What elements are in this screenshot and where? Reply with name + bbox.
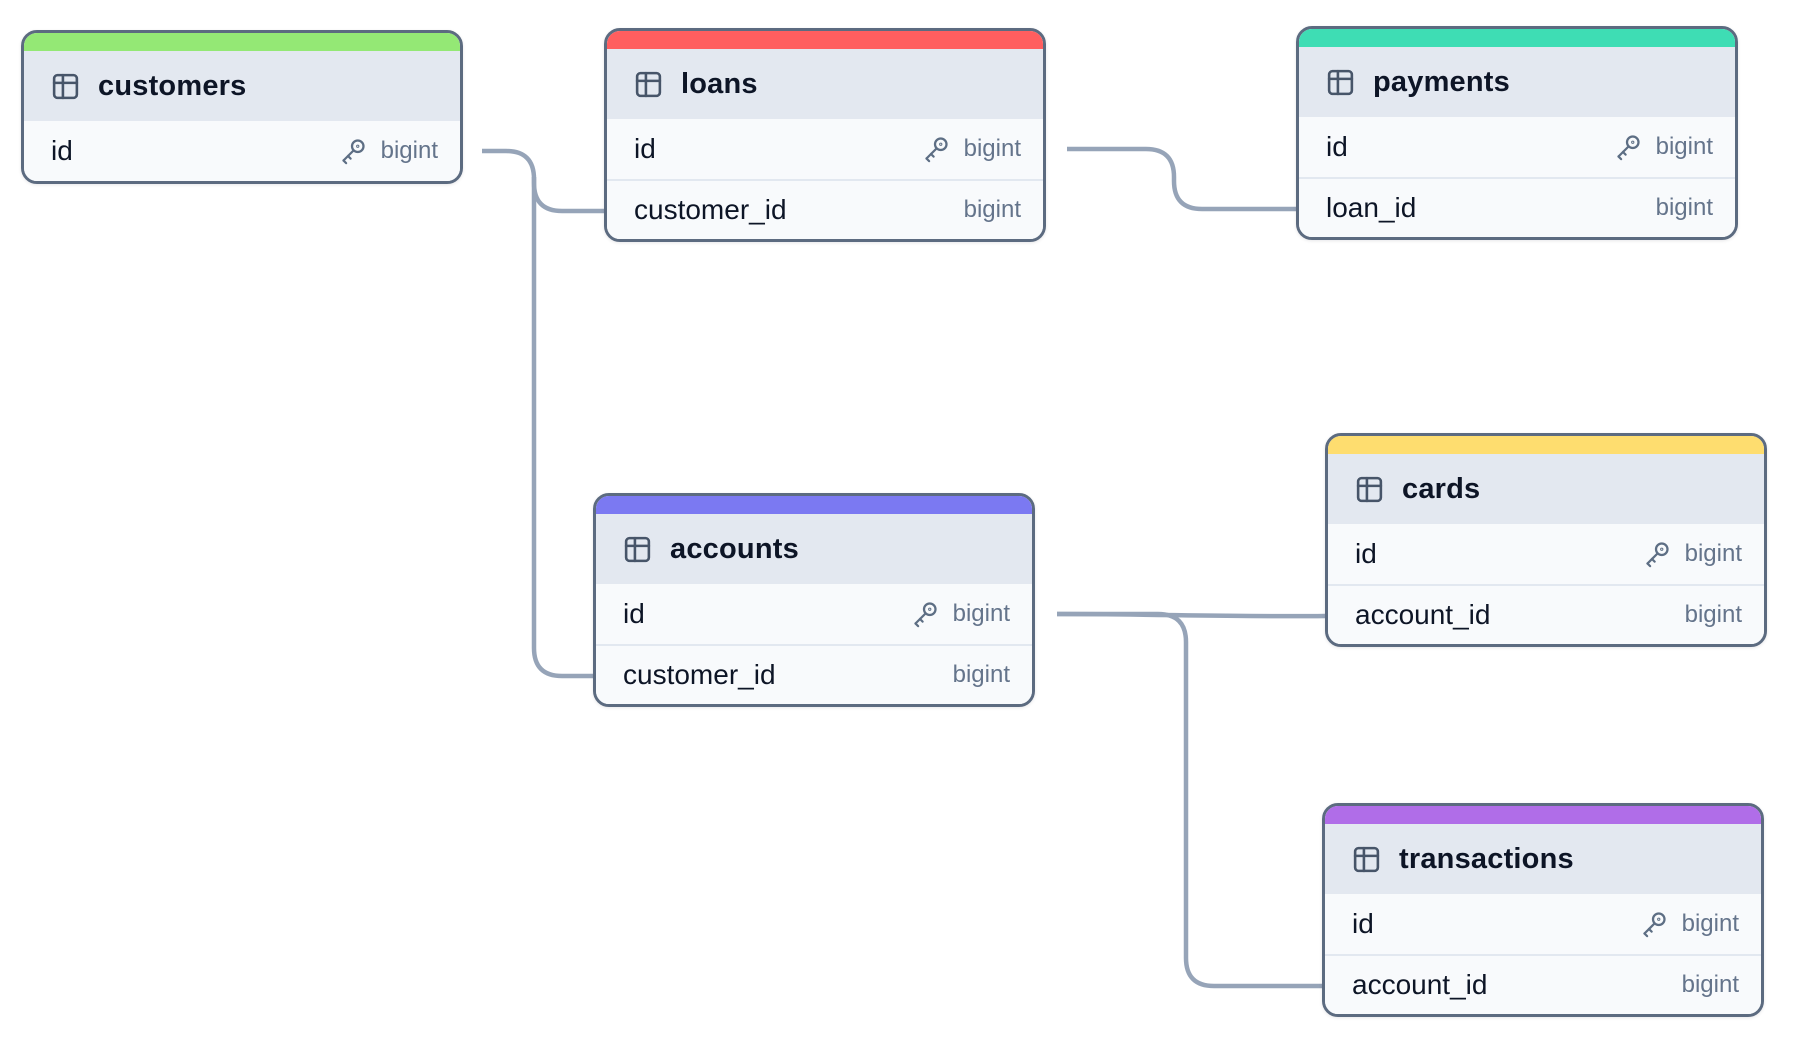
table-icon <box>622 534 653 565</box>
column-type: bigint <box>380 137 438 164</box>
column-name: id <box>623 598 645 629</box>
table-accent-bar <box>1299 29 1735 47</box>
column-name: customer_id <box>634 194 787 225</box>
column-type: bigint <box>1655 194 1713 221</box>
key-icon <box>1642 539 1672 569</box>
table-accent-bar <box>1325 806 1761 824</box>
table-name: cards <box>1402 472 1481 505</box>
column-row-customer_id[interactable]: customer_id bigint <box>607 179 1043 239</box>
table-name: transactions <box>1399 842 1574 875</box>
column-row-id[interactable]: id bigint <box>1325 894 1761 954</box>
column-name: account_id <box>1352 969 1488 1000</box>
column-type: bigint <box>952 661 1010 688</box>
column-name: loan_id <box>1326 192 1417 223</box>
table-icon <box>633 69 664 100</box>
table-icon <box>1325 67 1356 98</box>
column-row-id[interactable]: id bigint <box>1328 524 1764 584</box>
table-header[interactable]: transactions <box>1325 824 1761 894</box>
table-name: loans <box>681 67 758 100</box>
table-header[interactable]: payments <box>1299 47 1735 117</box>
table-accent-bar <box>24 33 460 51</box>
column-name: id <box>51 135 73 166</box>
key-icon <box>1639 909 1669 939</box>
key-icon <box>921 134 951 164</box>
table-accounts[interactable]: accounts id bigint customer_id bigint <box>593 493 1035 707</box>
column-type: bigint <box>963 196 1021 223</box>
column-name: customer_id <box>623 659 776 690</box>
column-type: bigint <box>963 135 1021 162</box>
column-name: id <box>634 133 656 164</box>
column-name: id <box>1355 538 1377 569</box>
table-payments[interactable]: payments id bigint loan_id bigint <box>1296 26 1738 240</box>
table-name: accounts <box>670 532 799 565</box>
column-row-customer_id[interactable]: customer_id bigint <box>596 644 1032 704</box>
key-icon <box>338 136 368 166</box>
column-name: id <box>1326 131 1348 162</box>
table-accent-bar <box>1328 436 1764 454</box>
table-loans[interactable]: loans id bigint customer_id bigint <box>604 28 1046 242</box>
column-row-id[interactable]: id bigint <box>1299 117 1735 177</box>
table-customers[interactable]: customers id bigint <box>21 30 463 184</box>
table-icon <box>1351 844 1382 875</box>
edge-accounts-id-to-transactions-account_id[interactable] <box>1057 611 1322 989</box>
table-icon <box>1354 474 1385 505</box>
column-type: bigint <box>1684 540 1742 567</box>
table-name: payments <box>1373 65 1510 98</box>
column-row-account_id[interactable]: account_id bigint <box>1328 584 1764 644</box>
column-name: account_id <box>1355 599 1491 630</box>
table-name: customers <box>98 69 247 102</box>
edge-loans-id-to-payments-loan_id[interactable] <box>1067 146 1296 212</box>
key-icon <box>910 599 940 629</box>
table-header[interactable]: cards <box>1328 454 1764 524</box>
column-row-loan_id[interactable]: loan_id bigint <box>1299 177 1735 237</box>
table-transactions[interactable]: transactions id bigint account_id bigint <box>1322 803 1764 1017</box>
column-type: bigint <box>1655 133 1713 160</box>
table-header[interactable]: loans <box>607 49 1043 119</box>
column-type: bigint <box>1681 910 1739 937</box>
column-row-id[interactable]: id bigint <box>24 121 460 181</box>
column-type: bigint <box>1681 971 1739 998</box>
column-type: bigint <box>952 600 1010 627</box>
column-row-id[interactable]: id bigint <box>607 119 1043 179</box>
table-header[interactable]: customers <box>24 51 460 121</box>
column-name: id <box>1352 908 1374 939</box>
column-row-id[interactable]: id bigint <box>596 584 1032 644</box>
key-icon <box>1613 132 1643 162</box>
table-cards[interactable]: cards id bigint account_id bigint <box>1325 433 1767 647</box>
column-type: bigint <box>1684 601 1742 628</box>
column-row-account_id[interactable]: account_id bigint <box>1325 954 1761 1014</box>
edge-customers-id-to-accounts-customer_id[interactable] <box>531 177 593 679</box>
table-icon <box>50 71 81 102</box>
table-accent-bar <box>607 31 1043 49</box>
edge-customers-id-to-loans-customer_id[interactable] <box>482 148 604 214</box>
table-header[interactable]: accounts <box>596 514 1032 584</box>
table-accent-bar <box>596 496 1032 514</box>
